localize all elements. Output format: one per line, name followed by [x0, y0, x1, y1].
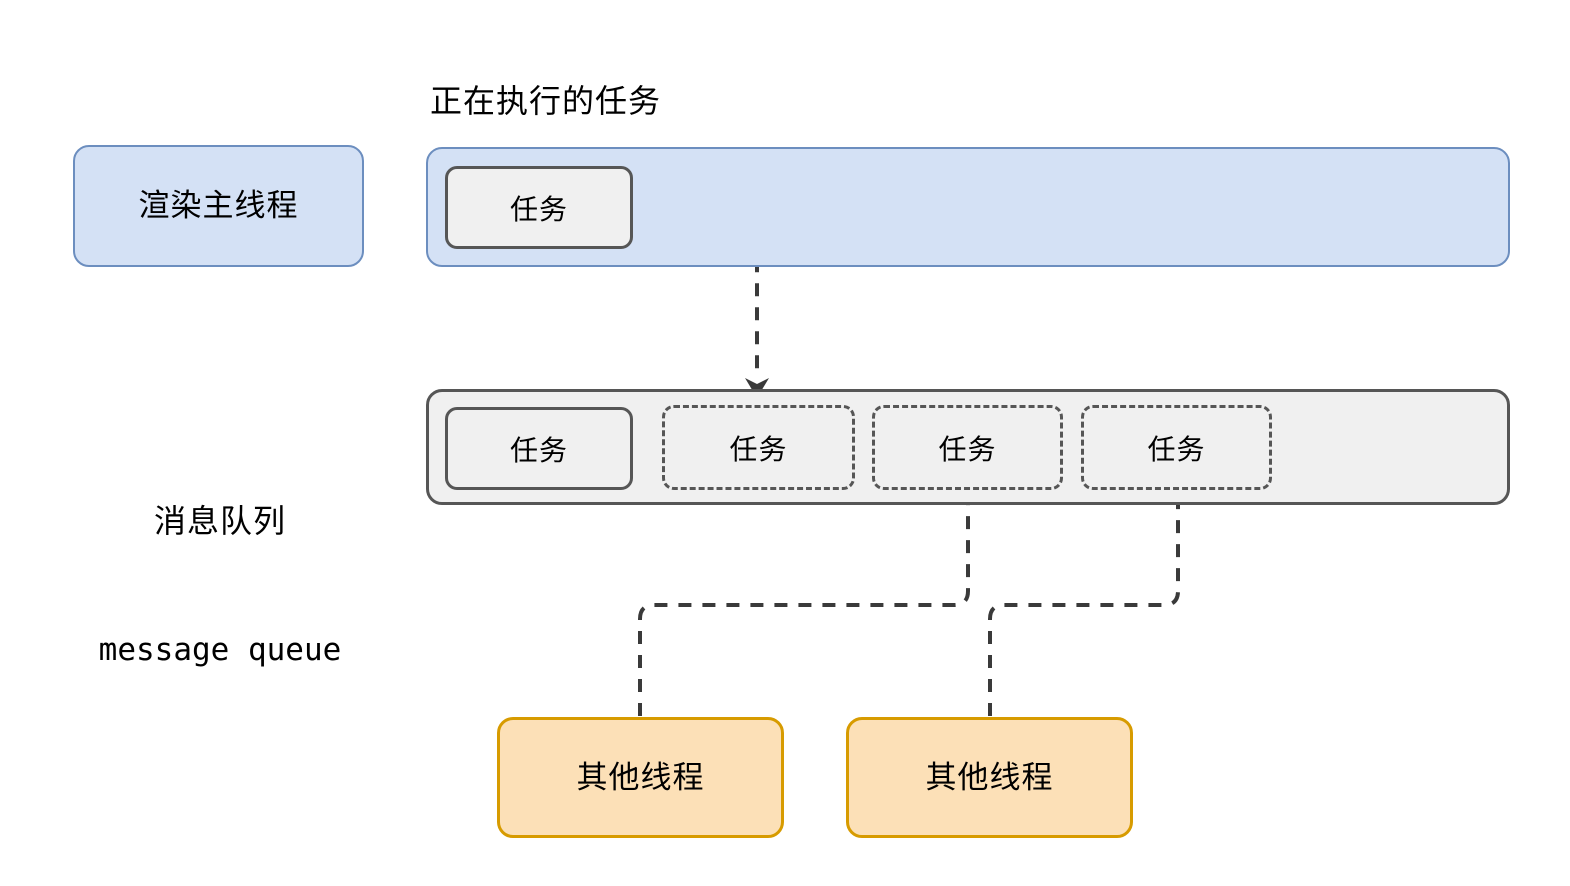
message-queue-label-en: message queue: [98, 631, 342, 668]
worker-thread-label: 其他线程: [925, 759, 1054, 795]
queue-task-4[interactable]: 任务: [1081, 405, 1272, 490]
worker-thread-2[interactable]: 其他线程: [846, 717, 1133, 838]
queue-task-2[interactable]: 任务: [662, 405, 855, 490]
worker-thread-1[interactable]: 其他线程: [497, 717, 784, 838]
task-label: 任务: [938, 433, 997, 465]
queue-task-1[interactable]: 任务: [445, 407, 633, 490]
task-label: 任务: [1147, 433, 1206, 465]
arrow-worker2-to-queue: [988, 485, 1190, 716]
message-queue-label: 消息队列 message queue: [30, 414, 410, 758]
running-task-title: 正在执行的任务: [430, 83, 662, 119]
arrow-worker1-to-queue: [638, 485, 980, 716]
main-thread-box[interactable]: 渲染主线程: [73, 145, 364, 267]
main-thread-label: 渲染主线程: [138, 188, 299, 224]
main-thread-running-task[interactable]: 任务: [445, 166, 633, 249]
task-label: 任务: [729, 433, 788, 465]
task-label: 任务: [509, 434, 568, 466]
queue-task-3[interactable]: 任务: [872, 405, 1063, 490]
message-queue-label-cn: 消息队列: [153, 503, 286, 540]
task-label: 任务: [509, 193, 568, 225]
worker-thread-label: 其他线程: [576, 759, 705, 795]
